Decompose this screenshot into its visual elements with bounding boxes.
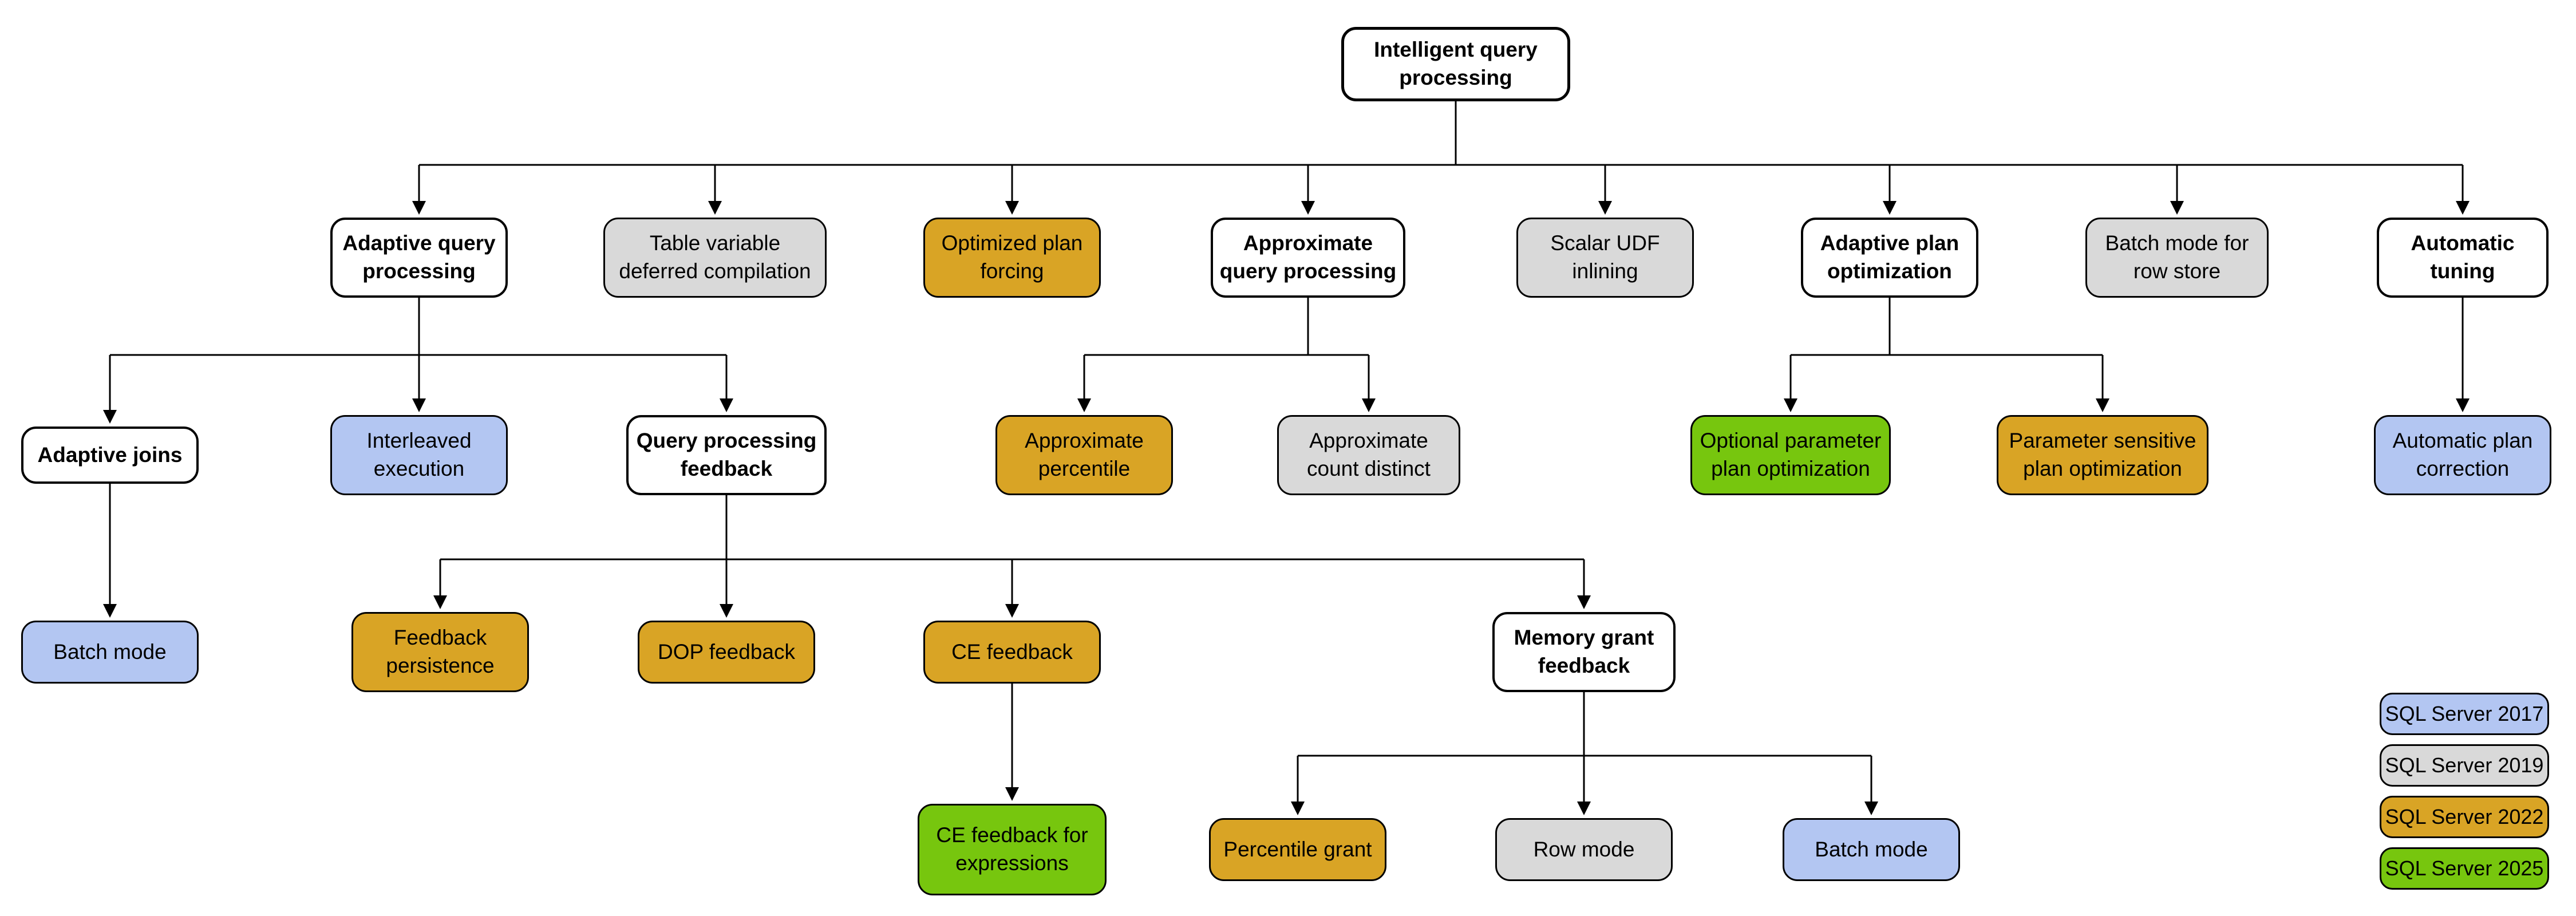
node-adaptive-plan-optimization: Adaptive plan optimization [1801, 218, 1978, 298]
legend-label: SQL Server 2022 [2385, 805, 2544, 828]
node-batch-mode-for-row-store: Batch mode for row store [2085, 218, 2269, 298]
node-automatic-plan-correction: Automatic plan correction [2374, 415, 2551, 495]
node-label: Approximate percentile [1025, 429, 1144, 480]
node-batch-mode-memory-grant: Batch mode [1783, 818, 1960, 881]
node-label: Approximate count distinct [1307, 429, 1431, 480]
node-ce-feedback-for-expressions: CE feedback for expressions [918, 804, 1107, 895]
node-label: Adaptive joins [37, 443, 183, 467]
node-label: Intelligent query processing [1374, 38, 1538, 89]
node-intelligent-query-processing: Intelligent query processing [1341, 27, 1570, 101]
node-label: Automatic tuning [2411, 231, 2515, 283]
node-label: Adaptive query processing [342, 231, 496, 283]
node-label: Adaptive plan optimization [1820, 231, 1959, 283]
node-approximate-query-processing: Approximate query processing [1211, 218, 1405, 298]
node-optional-parameter-plan-optimization: Optional parameter plan optimization [1690, 415, 1891, 495]
node-adaptive-query-processing: Adaptive query processing [330, 218, 508, 298]
node-label: Parameter sensitive plan optimization [2009, 429, 2196, 480]
legend-item-sql-server-2022: SQL Server 2022 [2380, 796, 2549, 838]
node-label: Approximate query processing [1219, 231, 1397, 283]
node-query-processing-feedback: Query processing feedback [626, 415, 827, 495]
legend-item-sql-server-2017: SQL Server 2017 [2380, 693, 2549, 735]
node-label: CE feedback for expressions [936, 823, 1088, 875]
node-label: Feedback persistence [386, 626, 495, 677]
node-label: DOP feedback [658, 639, 795, 664]
node-optimized-plan-forcing: Optimized plan forcing [923, 218, 1101, 298]
legend-item-sql-server-2019: SQL Server 2019 [2380, 744, 2549, 787]
node-ce-feedback: CE feedback [923, 621, 1101, 684]
node-label: Optimized plan forcing [941, 231, 1083, 283]
node-batch-mode-adaptive-joins: Batch mode [21, 621, 199, 684]
node-parameter-sensitive-plan-optimization: Parameter sensitive plan optimization [1997, 415, 2208, 495]
node-label: Memory grant feedback [1514, 626, 1654, 677]
node-label: Percentile grant [1223, 837, 1372, 861]
node-scalar-udf-inlining: Scalar UDF inlining [1516, 218, 1694, 298]
node-dop-feedback: DOP feedback [638, 621, 815, 684]
legend-label: SQL Server 2025 [2385, 856, 2544, 880]
legend-item-sql-server-2025: SQL Server 2025 [2380, 847, 2549, 890]
node-approximate-percentile: Approximate percentile [995, 415, 1173, 495]
node-percentile-grant: Percentile grant [1209, 818, 1386, 881]
node-label: Scalar UDF inlining [1550, 231, 1660, 283]
node-label: Batch mode [1815, 837, 1928, 861]
node-approximate-count-distinct: Approximate count distinct [1277, 415, 1460, 495]
node-feedback-persistence: Feedback persistence [351, 612, 529, 692]
node-label: Table variable deferred compilation [619, 231, 811, 283]
node-label: Batch mode [53, 639, 167, 664]
node-row-mode: Row mode [1495, 818, 1673, 881]
legend-label: SQL Server 2017 [2385, 702, 2544, 725]
node-memory-grant-feedback: Memory grant feedback [1492, 612, 1676, 692]
node-label: Batch mode for row store [2105, 231, 2249, 283]
node-interleaved-execution: Interleaved execution [330, 415, 508, 495]
node-automatic-tuning: Automatic tuning [2377, 218, 2549, 298]
node-label: Automatic plan correction [2392, 429, 2533, 480]
node-table-variable-deferred-compilation: Table variable deferred compilation [603, 218, 827, 298]
legend-label: SQL Server 2019 [2385, 753, 2544, 777]
node-label: Query processing feedback [636, 429, 817, 480]
node-adaptive-joins: Adaptive joins [21, 427, 199, 484]
node-label: Row mode [1533, 837, 1635, 861]
node-label: Optional parameter plan optimization [1700, 429, 1882, 480]
legend: SQL Server 2017 SQL Server 2019 SQL Serv… [2380, 693, 2549, 899]
node-label: Interleaved execution [366, 429, 472, 480]
node-label: CE feedback [951, 639, 1073, 664]
